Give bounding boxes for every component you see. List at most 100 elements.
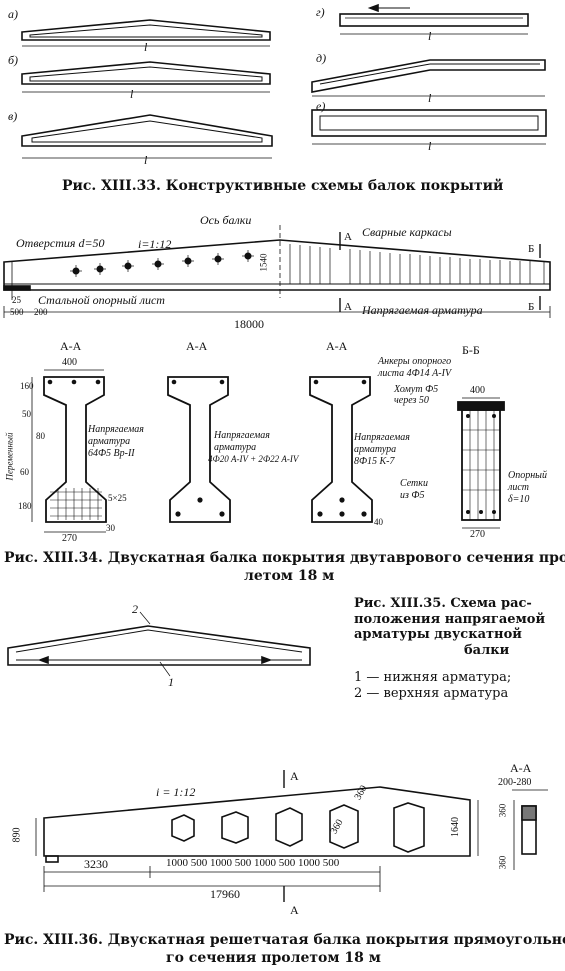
fig35-legend-2: 2 — верхняя арматура: [354, 685, 509, 701]
fig36-slope: i = 1:12: [156, 785, 196, 799]
sec4-mesh-line2: из Ф5: [400, 490, 425, 501]
sec4-anchor-line1: Анкеры опорного: [378, 356, 452, 367]
fig36-aa-title: A-A: [510, 761, 532, 775]
fig34-welded-label: Сварные каркасы: [362, 225, 452, 239]
sec2-reinf-line1: Напрягаемая: [214, 430, 270, 441]
sec1-reinf-line3: 64Ф5 Вр-II: [88, 448, 135, 459]
sec1-dim-160: 160: [20, 381, 34, 391]
sec3-reinf-line3: 8Ф15 К-7: [354, 456, 395, 467]
beam-e: [311, 109, 547, 145]
fig35-marker-1: 1: [168, 675, 174, 689]
sec4-support-line1: Опорный: [508, 470, 547, 481]
sec4-anchor-line2: листа 4Ф14 A-IV: [378, 368, 452, 379]
fig34-axis-label: Ось балки: [200, 213, 252, 227]
sec4-clamp-label: Хомут Ф5 через 50: [394, 384, 438, 406]
sec4-mesh-label: Сетки из Ф5: [400, 478, 428, 502]
fig34-span-label: 18000: [234, 317, 264, 331]
sec1-width-top: 400: [62, 357, 77, 368]
beam-a: [21, 19, 271, 47]
fig35-drawing: [7, 611, 311, 677]
fig34-plate-label: Стальной опорный лист: [38, 293, 165, 307]
sec1-reinf-label: Напрягаемая арматура 64Ф5 Вр-II: [88, 424, 144, 460]
fig35-legend-1: 1 — нижняя арматура;: [354, 670, 512, 685]
fig35-caption-line1: Рис. XIII.35. Схема рас-: [354, 596, 532, 611]
sec2-reinf-label: Напрягаемая арматура 4Ф20 A-IV + 2Ф22 A-…: [208, 430, 298, 465]
sec4-clamp-line2: через 50: [394, 395, 429, 406]
sec4-anchor-label: Анкеры опорного листа 4Ф14 A-IV: [378, 356, 451, 380]
beam-g: [339, 3, 529, 35]
fig36-width: 200-280: [498, 777, 532, 788]
fig35-marker-2: 2: [132, 602, 138, 616]
fig36-h890: 890: [11, 827, 23, 843]
sec1-dim-30: 30: [106, 523, 115, 533]
sec2-reinf-line2: арматура: [214, 442, 257, 453]
fig36-seq: 1000 500 1000 500 1000 500 1000 500: [166, 857, 340, 869]
fig34-mark-b-bottom: Б: [528, 301, 535, 313]
section-aa-1-title: A-A: [60, 339, 82, 353]
sec1-dim-5x25: 5×25: [108, 493, 127, 503]
fig34-sections-drawing: [31, 369, 505, 533]
fig35-legend: 1 — нижняя арматура; 2 — верхняя арматур…: [354, 670, 560, 701]
sec4-clamp-line1: Хомут Ф5: [394, 384, 439, 395]
beam-b: [21, 61, 271, 93]
sec2-reinf-line3: 4Ф20 A-IV + 2Ф22 A-IV: [208, 454, 299, 464]
fig36-mark-a-bottom: A: [290, 903, 299, 917]
section4-stirrups: [462, 410, 500, 520]
fig33-span-d: l: [428, 91, 432, 105]
fig33-span-b: l: [130, 87, 134, 101]
fig36-drawing: [35, 770, 548, 902]
fig33-label-b: б): [8, 53, 19, 67]
sec1-dim-50: 50: [22, 409, 31, 419]
fig33-span-v: l: [144, 153, 148, 167]
fig34-dim-200: 200: [34, 307, 48, 317]
sec4-width-bottom: 270: [470, 529, 485, 540]
sec1-dim-60: 60: [20, 467, 29, 477]
fig36-mark-a-top: A: [290, 769, 299, 783]
fig34-mark-b-top: Б: [528, 243, 535, 255]
sec4-support-line2: лист: [508, 482, 530, 493]
fig36-aa-360-bottom: 360: [497, 855, 508, 870]
fig34-holes-label: Отверстия d=50: [16, 236, 105, 250]
fig33-span-g: l: [428, 29, 432, 43]
fig36-span: 17960: [210, 887, 240, 901]
section-aa-3-title: A-A: [326, 339, 348, 353]
fig33-span-e: l: [428, 139, 432, 153]
fig33-caption: Рис. XIII.33. Конструктивные схемы балок…: [62, 178, 504, 194]
fig33-span-a: l: [144, 40, 148, 54]
sec3-reinf-line1: Напрягаемая: [354, 432, 410, 443]
sec4-support-line3: δ=10: [508, 494, 530, 505]
fig33-label-d: д): [316, 51, 327, 65]
beam-d: [311, 59, 546, 97]
fig34-mark-a-top: A: [344, 231, 352, 243]
fig36-h1640: 1640: [450, 817, 461, 837]
sec3-dim-40: 40: [374, 517, 383, 527]
sec1-width-bottom: 270: [62, 533, 77, 544]
section-reinforcement: [47, 379, 496, 517]
beam-v: [21, 114, 273, 159]
fig36-caption-line2: го сечения пролетом 18 м: [166, 950, 381, 966]
fig33-label-g: г): [316, 5, 325, 19]
sec4-width-top: 400: [470, 385, 485, 396]
fig33-label-v: в): [8, 109, 18, 123]
sec1-dim-180: 180: [18, 501, 32, 511]
fig34-dim-25: 25: [12, 295, 21, 305]
fig36-d3230: 3230: [84, 857, 108, 871]
sec1-reinf-line2: арматура: [88, 436, 131, 447]
fig36-caption-line1: Рис. XIII.36. Двускатная решетчатая балк…: [4, 932, 565, 948]
fig34-elevation-drawing: [3, 225, 551, 318]
section-bb-title: Б-Б: [462, 343, 480, 357]
fig36-aa-360-top: 360: [497, 803, 508, 818]
fig34-mark-a-bottom: A: [344, 301, 352, 313]
fig34-caption-line1: Рис. XIII.34. Двускатная балка покрытия …: [4, 550, 565, 566]
sec4-support-label: Опорный лист δ=10: [508, 470, 547, 506]
section-aa-2-title: A-A: [186, 339, 208, 353]
section1-mesh: [50, 488, 102, 520]
fig35-caption: Рис. XIII.35. Схема рас- положения напря…: [354, 596, 560, 658]
fig35-caption-line4: балки: [464, 642, 510, 658]
fig35-caption-line2: положения напрягаемой: [354, 611, 546, 627]
fig33-label-e: е): [316, 99, 326, 113]
fig34-caption-line2: летом 18 м: [244, 568, 335, 584]
sec3-reinf-label: Напрягаемая арматура 8Ф15 К-7: [354, 432, 410, 468]
sec4-mesh-line1: Сетки: [400, 478, 428, 489]
sec3-reinf-line2: арматура: [354, 444, 397, 455]
